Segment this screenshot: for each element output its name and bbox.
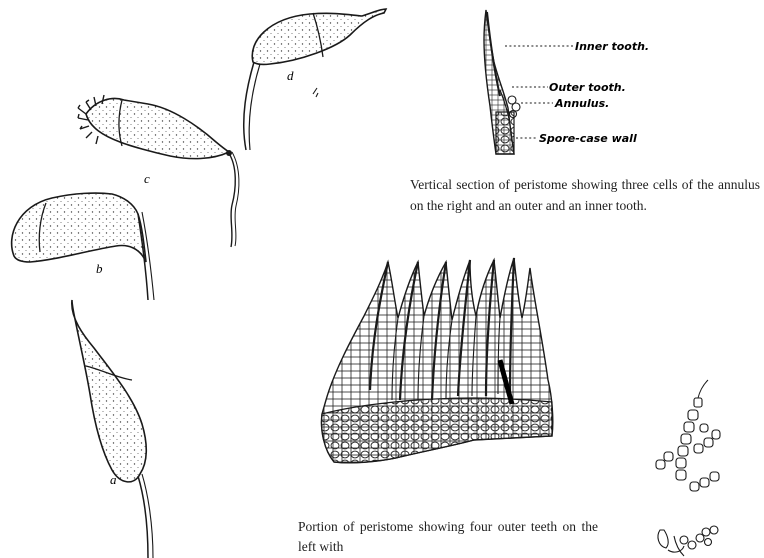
caption-vertical-section: Vertical section of peristome showing th… xyxy=(410,174,760,216)
callout-annulus: Annulus. xyxy=(554,97,609,110)
capsule-a-drawing: a xyxy=(72,300,153,558)
capsule-d-drawing: d xyxy=(244,9,386,150)
peristome-portion-drawing xyxy=(322,258,553,463)
label-d: d xyxy=(287,68,294,83)
peristome-section-drawing: Inner tooth. Outer tooth. Annulus. Spore… xyxy=(484,10,649,154)
filament-fragments-drawing xyxy=(658,526,718,556)
callout-inner-tooth: Inner tooth. xyxy=(575,40,649,53)
label-a: a xyxy=(110,472,117,487)
label-b: b xyxy=(96,261,103,276)
callout-outer-tooth: Outer tooth. xyxy=(549,81,626,94)
caption-peristome-portion: Portion of peristome showing four outer … xyxy=(298,517,598,557)
callout-spore-case-wall: Spore-case wall xyxy=(539,132,637,145)
label-c: c xyxy=(144,171,150,186)
capsule-b-drawing: b xyxy=(12,193,154,300)
filament-drawing xyxy=(656,380,720,491)
